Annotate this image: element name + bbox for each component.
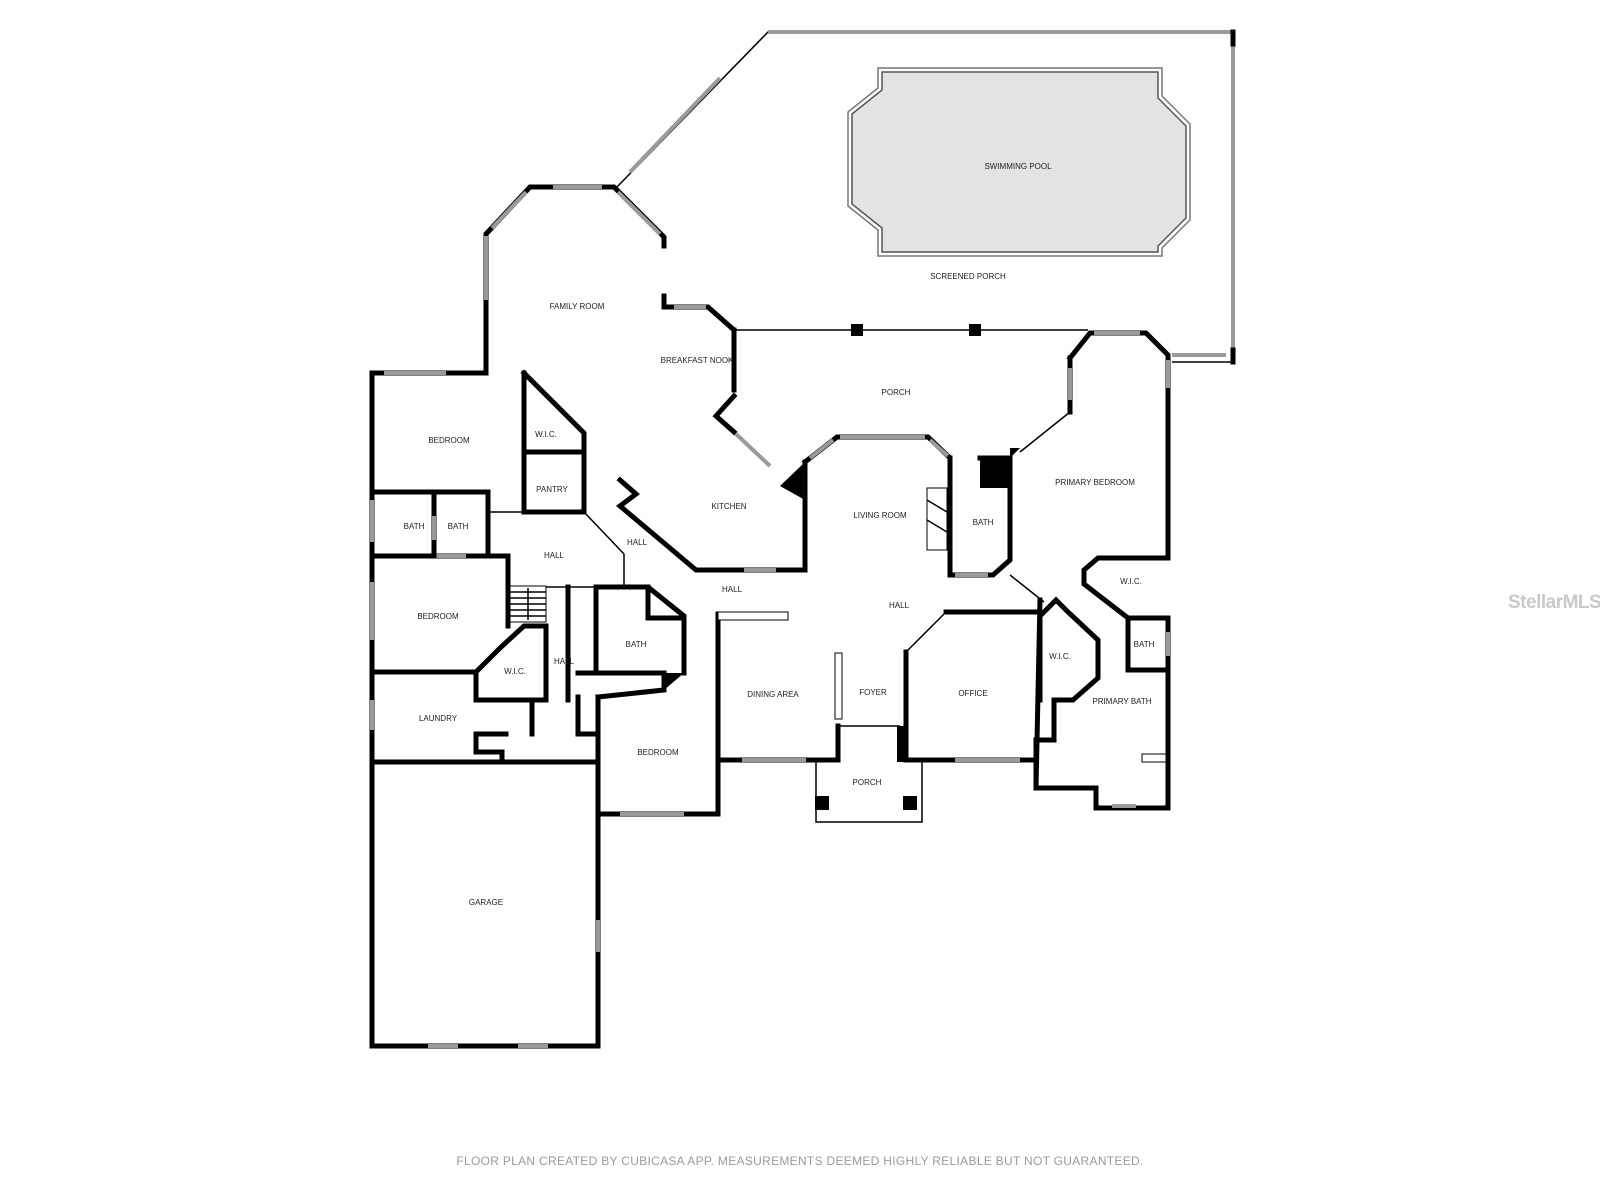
label-wic-primary-1: W.I.C. — [1120, 577, 1142, 586]
watermark-logo: StellarMLS — [1508, 592, 1600, 613]
label-hall-center: HALL — [722, 585, 743, 594]
label-hall-left: HALL — [544, 551, 565, 560]
label-office: OFFICE — [958, 689, 987, 698]
label-swimming-pool: SWIMMING POOL — [984, 162, 1052, 171]
label-pantry: PANTRY — [536, 485, 568, 494]
label-bath-left-2: BATH — [448, 522, 469, 531]
stairs — [509, 585, 547, 623]
label-wic-2: W.I.C. — [504, 667, 526, 676]
label-screened-porch: SCREENED PORCH — [930, 272, 1006, 281]
label-porch-rear: PORCH — [882, 388, 911, 397]
label-hall-main: HALL — [889, 601, 910, 610]
swimming-pool — [847, 67, 1191, 257]
label-bedroom-2: BEDROOM — [417, 612, 459, 621]
label-breakfast-nook: BREAKFAST NOOK — [661, 356, 734, 365]
label-wic-1: W.I.C. — [535, 430, 557, 439]
label-wic-primary-2: W.I.C. — [1049, 652, 1071, 661]
walls — [369, 184, 1226, 1049]
label-bath-center: BATH — [973, 518, 994, 527]
label-foyer: FOYER — [859, 688, 887, 697]
label-bath-left-1: BATH — [404, 522, 425, 531]
room-labels: SWIMMING POOL SCREENED PORCH FAMILY ROOM… — [404, 162, 1155, 907]
label-porch-front: PORCH — [853, 778, 882, 787]
label-laundry: LAUNDRY — [419, 714, 458, 723]
label-kitchen: KITCHEN — [711, 502, 746, 511]
footer-disclaimer: FLOOR PLAN CREATED BY CUBICASA APP. MEAS… — [456, 1154, 1144, 1168]
screened-porch-enclosure — [615, 29, 1236, 365]
label-garage: GARAGE — [469, 898, 503, 907]
label-primary-bath: PRIMARY BATH — [1092, 697, 1151, 706]
label-bedroom-3: BEDROOM — [637, 748, 679, 757]
label-family-room: FAMILY ROOM — [550, 302, 605, 311]
label-living-room: LIVING ROOM — [853, 511, 907, 520]
label-bedroom-1: BEDROOM — [428, 436, 470, 445]
label-primary-bedroom: PRIMARY BEDROOM — [1055, 478, 1135, 487]
label-hall-kitchen: HALL — [627, 538, 648, 547]
label-dining-area: DINING AREA — [747, 690, 799, 699]
label-bath-primary-small: BATH — [1134, 640, 1155, 649]
label-bath-mid: BATH — [626, 640, 647, 649]
label-hall-small: HALL — [554, 657, 575, 666]
